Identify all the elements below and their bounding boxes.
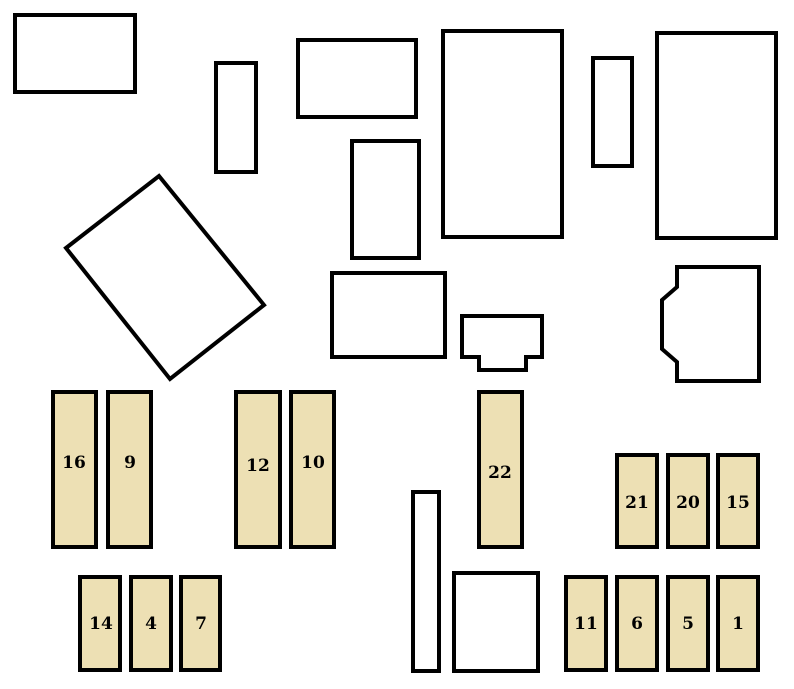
fuse-12-label: 12 <box>246 456 270 476</box>
relay-tilted <box>63 173 267 382</box>
fuse-9-label: 9 <box>124 453 136 473</box>
fuse-1-label: 1 <box>732 614 744 634</box>
fuse-11-label: 11 <box>574 614 598 634</box>
fuse-11[interactable]: 11 <box>564 575 608 672</box>
fuse-21-label: 21 <box>625 493 649 513</box>
fuse-4-label: 4 <box>145 614 157 634</box>
fuse-20[interactable]: 20 <box>666 453 710 549</box>
fuse-20-label: 20 <box>676 493 700 513</box>
fuse-10[interactable]: 10 <box>289 390 336 549</box>
fuse-22-body <box>477 390 524 549</box>
fuse-7-label: 7 <box>195 614 207 634</box>
fuse-15-body <box>716 453 760 549</box>
fuse-14-body <box>78 575 122 672</box>
fuse-6-label: 6 <box>631 614 643 634</box>
fuse-14[interactable]: 14 <box>78 575 122 672</box>
fuse-6-body <box>615 575 659 672</box>
fuse-1-body <box>716 575 760 672</box>
fuse-7[interactable]: 7 <box>179 575 222 672</box>
relay-top-left <box>13 13 137 94</box>
fuse-16-label: 16 <box>62 453 86 473</box>
fuse-10-label: 10 <box>301 453 325 473</box>
relay-lower-center <box>330 271 447 359</box>
connector-narrow-left <box>214 61 258 174</box>
relay-large-right <box>655 31 778 240</box>
fuses: 16 9 12 10 22 21 20 15 <box>51 390 760 672</box>
relay-notched-right <box>660 265 761 383</box>
fuse-12-body <box>234 390 282 549</box>
fuse-21-body <box>615 453 659 549</box>
fuse-22-label: 22 <box>488 463 512 483</box>
fuse-14-label: 14 <box>89 614 113 634</box>
fuse-9[interactable]: 9 <box>106 390 153 549</box>
fuse-10-body <box>289 390 336 549</box>
fuse-12[interactable]: 12 <box>234 390 282 549</box>
relay-square-bottom <box>452 571 540 673</box>
components <box>13 13 778 673</box>
fuse-1[interactable]: 1 <box>716 575 760 672</box>
connector-narrow-right <box>591 56 634 168</box>
fuse-4[interactable]: 4 <box>129 575 173 672</box>
fuse-16-body <box>51 390 98 549</box>
fuse-4-body <box>129 575 173 672</box>
connector-notched <box>460 314 544 372</box>
fuse-7-body <box>179 575 222 672</box>
fuse-6[interactable]: 6 <box>615 575 659 672</box>
fuse-15[interactable]: 15 <box>716 453 760 549</box>
fuse-21[interactable]: 21 <box>615 453 659 549</box>
connector-tall-bottom <box>411 490 441 673</box>
fuse-16[interactable]: 16 <box>51 390 98 549</box>
fuse-5[interactable]: 5 <box>666 575 710 672</box>
fuse-15-label: 15 <box>726 493 750 513</box>
fuse-11-body <box>564 575 608 672</box>
fuse-5-label: 5 <box>682 614 694 634</box>
relay-mid-center <box>350 139 421 260</box>
relay-top-center <box>296 38 418 119</box>
fuse-9-body <box>106 390 153 549</box>
relay-large-center <box>441 29 564 239</box>
fuse-5-body <box>666 575 710 672</box>
fuse-22[interactable]: 22 <box>477 390 524 549</box>
fuse-20-body <box>666 453 710 549</box>
